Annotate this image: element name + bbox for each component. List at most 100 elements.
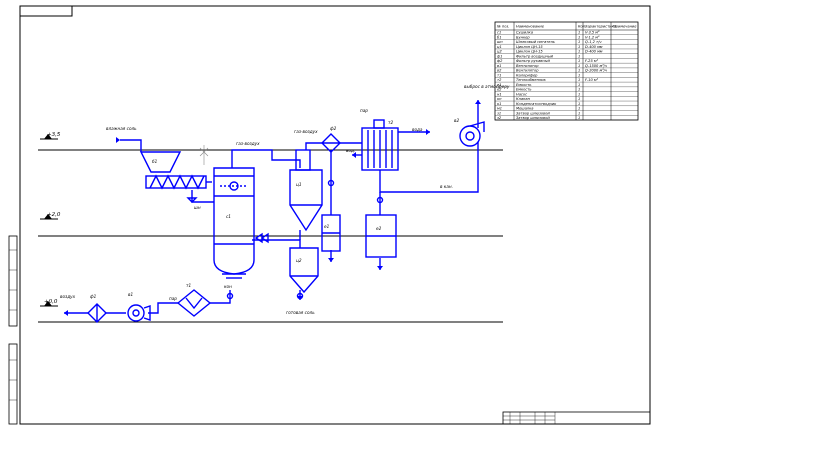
spec-cell: 1: [578, 97, 580, 101]
spec-cell: з2: [497, 116, 502, 120]
level-label-bottom: +0,0: [44, 299, 58, 305]
spec-cell: ц1: [497, 45, 502, 49]
spec-cell: к1: [497, 102, 501, 106]
spec-cell: 1: [578, 59, 580, 63]
spec-cell: Клапан: [516, 97, 531, 101]
screw-dryer-pipe: [191, 190, 214, 203]
raw-feed-pipe: [120, 139, 142, 152]
spec-cell: 1: [578, 35, 580, 39]
spec-cell: б1: [497, 35, 502, 39]
label-steam2: пар: [360, 108, 368, 113]
label-tank2: е2: [376, 226, 382, 231]
fan-2: [459, 121, 485, 147]
label-condensate: кон: [224, 284, 232, 289]
hopper: [139, 151, 182, 173]
label-fan2: в2: [454, 118, 459, 123]
spec-cell: Емкость: [516, 88, 532, 92]
spec-cell: Теплообменник: [516, 78, 547, 82]
spec-cell: Вентилятор: [516, 69, 539, 73]
label-screw: шн: [194, 205, 201, 210]
spec-cell: Конденсатоотводчик: [516, 102, 557, 106]
dryer-column: [213, 167, 255, 279]
spec-cell: 1: [578, 116, 580, 120]
spec-cell: Сушилка: [516, 31, 533, 35]
spec-cell: Емкость: [516, 83, 532, 87]
label-exhaust: выброс в атмосферу: [464, 84, 510, 89]
spec-cell: V-1,2 м³: [585, 35, 600, 39]
spec-cell: F-10 м²: [585, 78, 599, 82]
label-raw: влажная соль: [106, 126, 137, 131]
label-air-in: воздух: [60, 294, 76, 299]
label-fan1: в1: [128, 292, 133, 297]
label-gas-right: газ-воздух: [294, 129, 318, 134]
level-label-top: +3,5: [47, 132, 61, 138]
left-margin-ticks: [9, 249, 17, 401]
spec-cell: кп: [497, 97, 502, 101]
equipment: [64, 100, 485, 323]
spec-cell: Калорифер: [516, 73, 538, 77]
dryer-cyclone2-pipe: [252, 239, 301, 248]
spec-cell: Q-1,2 т/ч: [585, 40, 601, 44]
left-margin-box-bottom: [8, 343, 18, 425]
label-cyclone1: ц1: [296, 182, 302, 187]
spec-header-cell: Примечание: [613, 25, 637, 29]
spec-cell: 1: [578, 102, 580, 106]
air-heater-1: [176, 289, 212, 317]
spec-cell: 1: [578, 64, 580, 68]
label-steam1: пар: [169, 296, 177, 301]
cyclone-1: [289, 149, 323, 232]
spec-cell: Шнековый питатель: [516, 40, 555, 44]
spec-cell: 1: [578, 73, 580, 77]
spec-cell: Циклон ЦН-15: [516, 45, 543, 49]
spec-header-cell: Характеристика: [584, 25, 616, 29]
spec-cell: н1: [497, 92, 502, 96]
left-margin-box-top: [8, 235, 18, 327]
bag-filter-2: [321, 133, 341, 153]
spec-cell: F-25 м²: [585, 59, 599, 63]
spec-cell: 1: [578, 107, 580, 111]
label-product: готовая соль: [286, 310, 315, 315]
spec-cell: Бункер: [516, 35, 530, 39]
stream-labels: воздух ф1 в1 т1 пар кон с1 б1 шн влажная…: [60, 84, 510, 315]
spec-cell: ф1: [497, 54, 502, 58]
level-label-mid: +2,0: [47, 212, 61, 218]
spec-cell: т2: [497, 78, 502, 82]
spec-cell: Циклон ЦН-15: [516, 50, 543, 54]
spec-header-cell: № поз.: [496, 25, 509, 29]
spec-cell: 1: [578, 54, 580, 58]
label-tank1: е1: [324, 224, 330, 229]
fan-1: [127, 304, 151, 322]
label-cyclone2: ц2: [296, 258, 302, 263]
spec-cell: ф2: [497, 59, 503, 63]
cyclone-2: [289, 247, 319, 294]
label-gas-left: газ-воздух: [236, 141, 260, 146]
spec-cell: Q-2000 м³/ч: [585, 69, 607, 73]
spec-cell: Q-1500 м³/ч: [585, 64, 607, 68]
spec-cell: 1: [578, 50, 580, 54]
spec-cell: 1: [578, 83, 580, 87]
spec-header-cell: Наименование: [516, 25, 545, 29]
label-water-in: вод.: [346, 148, 355, 153]
label-filter1: ф1: [90, 294, 97, 299]
spec-cell: з1: [497, 111, 501, 115]
spec-cell: 1: [578, 69, 580, 73]
tank-2: [365, 214, 397, 258]
spec-cell: V-3,5 м³: [585, 31, 600, 35]
sheet-border: [19, 5, 651, 425]
level-lines: +3,5 +2,0 +0,0: [38, 132, 503, 323]
heat-exchanger: [361, 119, 399, 171]
spec-cell: Затвор шлюзовой: [516, 116, 550, 120]
spec-cell: Насос: [516, 92, 527, 96]
fan-heater-pipe: [148, 302, 178, 314]
spec-cell: 1: [578, 40, 580, 44]
tank-1: [321, 214, 341, 252]
instrument-marker: [199, 145, 209, 165]
spec-cell: 1: [578, 31, 580, 35]
spec-cell: Вентилятор: [516, 64, 539, 68]
spec-cell: 1: [578, 88, 580, 92]
spec-cell: ц2: [497, 50, 502, 54]
label-to-pump: в кан.: [440, 184, 453, 189]
spec-cell: т1: [497, 73, 501, 77]
label-filter2: ф2: [330, 126, 337, 131]
spec-cell: с1: [497, 31, 501, 35]
